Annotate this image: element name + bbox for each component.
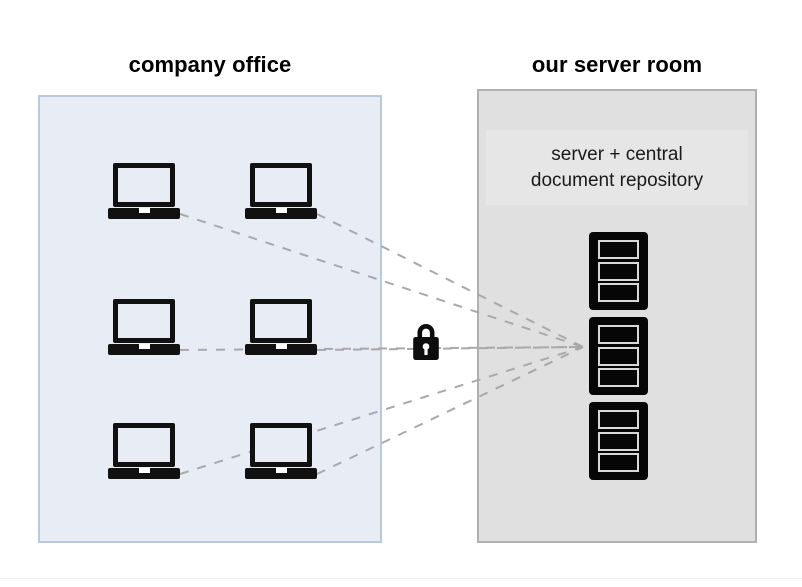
server-caption-line-2: document repository [530,169,704,191]
rack-slot [598,410,639,429]
server-room-panel-title: our server room [531,52,703,77]
padlock-icon [413,324,439,360]
laptop-screen [113,299,175,343]
laptop-base [108,468,180,479]
rack-slot [598,240,639,259]
rack-slot [598,283,639,302]
bottom-hairline [0,578,802,579]
rack-slot [598,453,639,472]
server-rack-icon-top [589,232,648,310]
laptop-trackpad-notch [276,344,287,349]
laptop-trackpad-notch [276,468,287,473]
laptop-icon-1 [108,163,180,219]
rack-slot [598,325,639,344]
rack-slot [598,368,639,387]
laptop-base [245,344,317,355]
server-rack-icon-bottom [589,402,648,480]
laptop-icon-2 [245,163,317,219]
company-office-panel [38,95,382,543]
rack-slot [598,431,639,451]
server-caption-box: server + central document repository [486,130,748,205]
laptop-trackpad-notch [139,468,150,473]
office-panel-title: company office [128,52,292,77]
laptop-icon-4 [245,299,317,355]
server-caption-line-1: server + central [551,143,683,165]
laptop-trackpad-notch [276,208,287,213]
laptop-icon-6 [245,423,317,479]
laptop-trackpad-notch [139,344,150,349]
laptop-icon-5 [108,423,180,479]
laptop-screen [250,423,312,467]
laptop-icon-3 [108,299,180,355]
laptop-base [108,344,180,355]
laptop-base [245,208,317,219]
laptop-screen [250,299,312,343]
rack-slot [598,261,639,281]
laptop-base [245,468,317,479]
laptop-screen [250,163,312,207]
laptop-screen [113,163,175,207]
server-rack-icon-middle [589,317,648,395]
rack-slot [598,346,639,366]
laptop-trackpad-notch [139,208,150,213]
laptop-base [108,208,180,219]
laptop-screen [113,423,175,467]
